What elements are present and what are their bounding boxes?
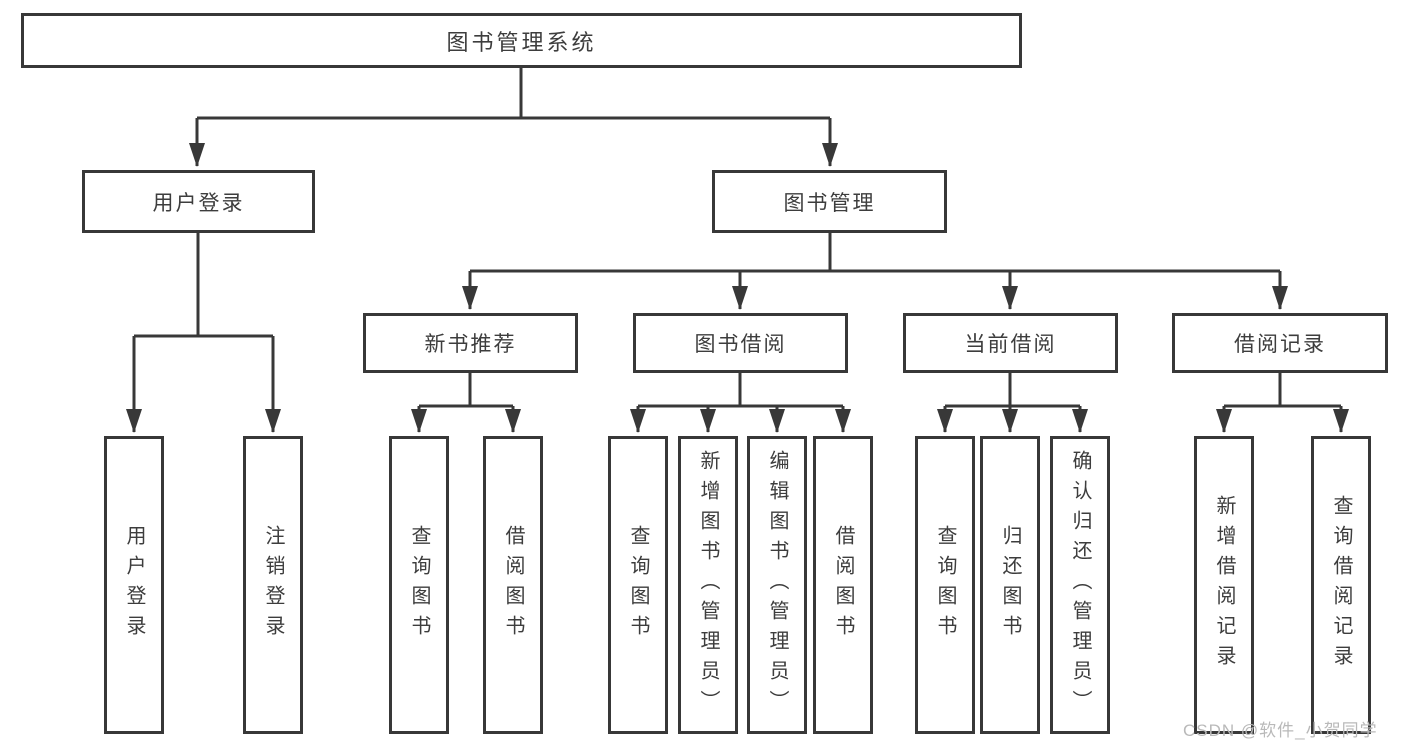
node-borrow-records: 借阅记录 (1172, 313, 1388, 373)
leaf-add-borrow-record: 新增借阅记录 (1194, 436, 1254, 734)
leaf-label: 查询借阅记录 (1330, 495, 1352, 675)
leaf-add-books-admin: 新增图书（管理员） (678, 436, 738, 734)
connector-current-borrow-section (937, 371, 1088, 433)
node-book-borrow: 图书借阅 (633, 313, 848, 373)
leaf-label: 编辑图书（管理员） (766, 450, 788, 720)
node-label: 图书管理 (783, 191, 876, 215)
node-label: 当前借阅 (964, 333, 1057, 356)
node-label: 用户登录 (152, 191, 245, 215)
leaf-label: 注销登录 (262, 525, 284, 645)
leaf-label: 查询图书 (934, 525, 956, 645)
leaf-query-borrow-record: 查询借阅记录 (1311, 436, 1371, 734)
node-current-borrow: 当前借阅 (903, 313, 1118, 373)
node-label: 图书管理系统 (446, 29, 597, 55)
csdn-watermark: CSDN @软件_小贺同学 (1183, 721, 1378, 740)
connector-new-book-section (411, 371, 521, 433)
leaf-borrow-books-2: 借阅图书 (813, 436, 873, 734)
leaf-borrow-books-1: 借阅图书 (483, 436, 543, 734)
leaf-label: 查询图书 (408, 525, 430, 645)
leaf-return-books: 归还图书 (980, 436, 1040, 734)
leaf-query-books-1: 查询图书 (389, 436, 449, 734)
node-library-management-system: 图书管理系统 (21, 13, 1022, 68)
leaf-label: 新增借阅记录 (1213, 495, 1235, 675)
node-new-book-recommend: 新书推荐 (363, 313, 578, 373)
connector-book-borrow-section (630, 371, 851, 433)
leaf-label: 用户登录 (123, 525, 145, 645)
leaf-label: 归还图书 (999, 525, 1021, 645)
connector-borrow-records-section (1216, 371, 1349, 433)
connector-user-branch (126, 231, 281, 433)
node-label: 借阅记录 (1234, 333, 1326, 356)
node-label: 图书借阅 (694, 333, 787, 356)
node-label: 新书推荐 (424, 333, 517, 356)
leaf-confirm-return-admin: 确认归还（管理员） (1050, 436, 1110, 734)
leaf-logout: 注销登录 (243, 436, 303, 734)
leaf-label: 借阅图书 (832, 525, 854, 645)
leaf-query-books-2: 查询图书 (608, 436, 668, 734)
node-user-login-branch: 用户登录 (82, 170, 315, 233)
leaf-edit-books-admin: 编辑图书（管理员） (747, 436, 807, 734)
leaf-query-books-3: 查询图书 (915, 436, 975, 734)
leaf-label: 查询图书 (627, 525, 649, 645)
leaf-user-login: 用户登录 (104, 436, 164, 734)
leaf-label: 借阅图书 (502, 525, 524, 645)
connector-book-to-sections (462, 231, 1288, 310)
leaf-label: 确认归还（管理员） (1069, 450, 1091, 720)
connector-root-to-level2 (189, 66, 838, 167)
node-book-management: 图书管理 (712, 170, 947, 233)
leaf-label: 新增图书（管理员） (697, 450, 719, 720)
